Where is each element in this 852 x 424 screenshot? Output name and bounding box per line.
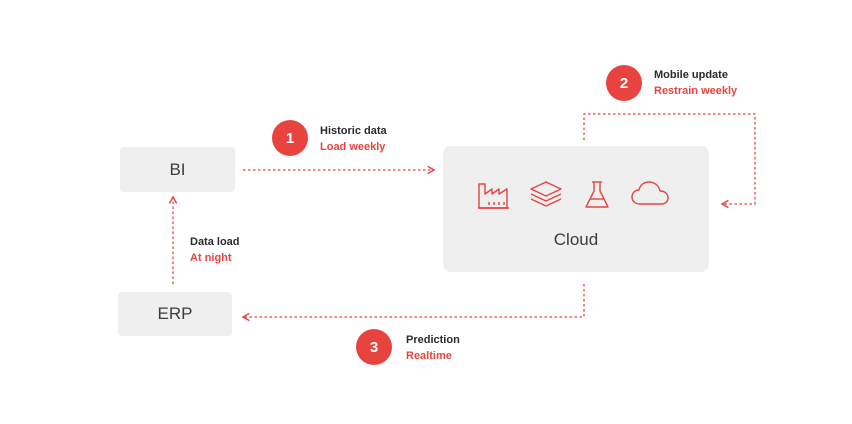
bi-label: BI <box>169 159 186 179</box>
step-2-title: Mobile update <box>654 69 728 81</box>
step-2-badge: 2 <box>606 65 642 101</box>
data-load-title: Data load <box>190 236 240 248</box>
layers-icon <box>530 181 562 207</box>
step-3-label: Prediction Realtime <box>406 332 460 364</box>
step-2-subtitle: Restrain weekly <box>654 85 738 97</box>
cloud-icon <box>631 181 669 205</box>
erp-node: ERP <box>118 292 232 336</box>
factory-icon <box>478 183 509 209</box>
cloud-node: Cloud <box>443 146 709 272</box>
data-load-subtitle: At night <box>190 252 232 264</box>
data-load-label: Data load At night <box>190 234 240 266</box>
step-1-badge: 1 <box>272 120 308 156</box>
step-3-subtitle: Realtime <box>406 350 452 362</box>
arrow-cloud-to-erp <box>241 284 585 322</box>
cloud-label: Cloud <box>553 230 599 249</box>
flask-icon <box>585 181 609 208</box>
step-1-subtitle: Load weekly <box>320 141 386 153</box>
step-1-number: 1 <box>285 129 295 147</box>
step-3-badge: 3 <box>356 329 392 365</box>
step-1-title: Historic data <box>320 125 387 137</box>
step-3-number: 3 <box>369 338 379 356</box>
bi-node: BI <box>120 147 235 192</box>
step-1-label: Historic data Load weekly <box>320 123 387 155</box>
step-3-title: Prediction <box>406 334 460 346</box>
step-2-label: Mobile update Restrain weekly <box>654 67 737 99</box>
step-2-number: 2 <box>619 74 629 92</box>
erp-label: ERP <box>157 304 193 323</box>
arrow-cloud-loop <box>583 113 756 209</box>
